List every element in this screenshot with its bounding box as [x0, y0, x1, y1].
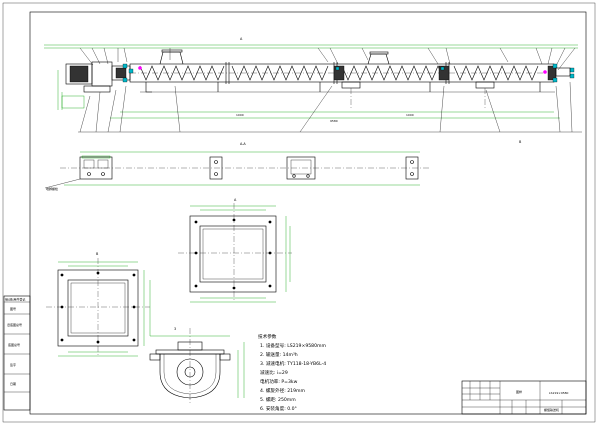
inner-frame [29, 11, 587, 415]
title-code: LS219×9580 [549, 391, 569, 395]
tech-param-item: 5. 螺距: 250mm [260, 396, 296, 403]
rev-row-2: 旧底图总号 [7, 322, 22, 327]
conveyor-elevation-view: A B [44, 37, 582, 144]
revision-block: 借(通)用件登记 图号 旧底图总号 底图总号 签字 日期 [3, 295, 31, 411]
tech-param-item: 减速比: i=29 [260, 369, 288, 376]
outlet-flange-view: B [46, 252, 151, 357]
inlet-flange-view: A [178, 198, 292, 303]
title-org: 图样 [516, 389, 522, 394]
rev-row-3: 底图总号 [8, 342, 20, 347]
rev-row-4: 签字 [10, 362, 16, 367]
svg-text:9580: 9580 [330, 119, 338, 123]
section-label: A-A [240, 142, 246, 146]
svg-text:1000: 1000 [236, 113, 244, 117]
tech-params-title: 技术参数 [258, 333, 277, 340]
tech-param-item: 电机功率: P=3kw [260, 378, 298, 385]
rev-row-0: 借(通)用件登记 [5, 297, 25, 302]
tech-param-item: 6. 安装角度: 0.0° [260, 405, 297, 412]
tech-param-item: 4. 螺旋外径: 219mm [260, 387, 305, 394]
section-mark-top: A [240, 37, 243, 41]
title-name: 螺旋输送机 [544, 407, 559, 412]
support-section-view: A-A 地脚螺栓 [44, 142, 430, 191]
section-mark-right: B [519, 140, 522, 144]
view-label-right: A [234, 198, 237, 202]
tech-param-item: 1. 设备型号: LS219×9580mm [260, 342, 326, 349]
tech-param-item: 3. 减速电机: TY118-18-YB6L-4 [260, 360, 326, 367]
svg-text:地脚螺栓: 地脚螺栓 [46, 186, 58, 191]
svg-text:1000: 1000 [406, 113, 414, 117]
end-section-view: 3 [149, 327, 245, 405]
rev-row-1: 图号 [10, 306, 16, 311]
rev-row-5: 日期 [10, 381, 16, 386]
tech-param-item: 2. 输送量: 14m³h [260, 351, 298, 358]
tech-params: 技术参数 1. 设备型号: LS219×9580mm 2. 输送量: 14m³h… [258, 333, 326, 412]
view-label-left: B [96, 252, 99, 256]
title-block: 图样 LS219×9580 螺旋输送机 [461, 380, 587, 415]
callout-tag: 3 [174, 327, 176, 331]
